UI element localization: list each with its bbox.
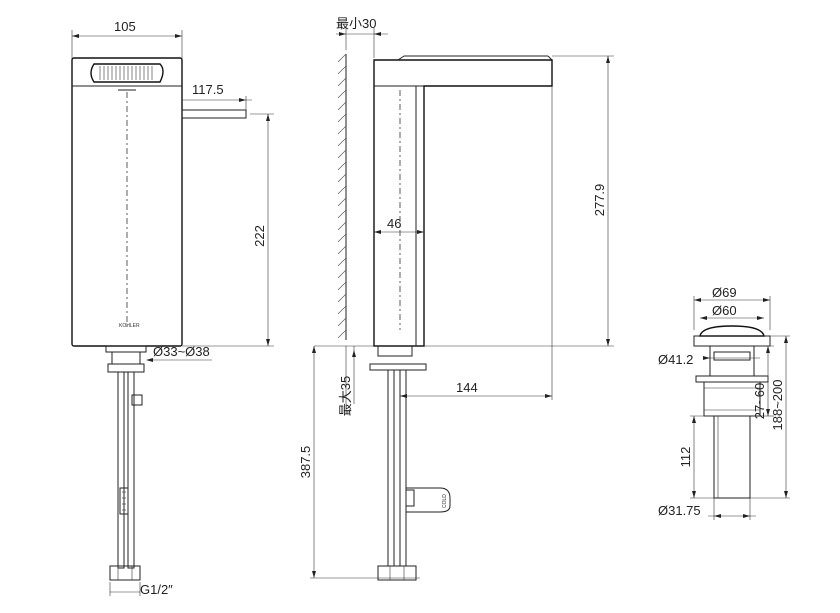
sensor-window	[90, 63, 164, 83]
dim-dia-41-2: Ø41.2	[658, 352, 693, 367]
cold-tag	[405, 487, 451, 513]
drain-tailpiece	[713, 415, 751, 499]
dim-depth-46: 46	[387, 216, 401, 231]
dim-width-105: 105	[114, 19, 136, 34]
brand-logo: KOHLER	[119, 323, 140, 329]
side-view: 最小30 277.9	[298, 16, 614, 581]
mounting-plate	[105, 345, 147, 353]
hose-fitting	[109, 565, 141, 581]
dim-range-27-60: 27~60	[752, 383, 767, 420]
spout	[181, 109, 247, 119]
dim-min-30: 最小30	[336, 16, 376, 31]
dim-total-height: 277.9	[592, 184, 607, 217]
drain-view: Ø69 Ø60 Ø41.2 27~60 18	[658, 285, 790, 520]
dim-height-222: 222	[252, 225, 267, 247]
cold-label: COLD	[442, 494, 448, 508]
hose-left	[117, 371, 125, 569]
dim-hose-length: 387.5	[298, 446, 313, 479]
dim-dia-69: Ø69	[712, 285, 737, 300]
dim-thread-g1-2: G1/2″	[140, 582, 173, 597]
dim-reach-144: 144	[456, 380, 478, 395]
dim-spout-117-5: 117.5	[192, 82, 224, 97]
drain-body	[709, 345, 755, 377]
dim-tail-diameter: Ø31.75	[658, 503, 701, 518]
hose-right	[127, 371, 135, 569]
drain-flange	[695, 375, 769, 383]
drain-cap	[699, 325, 765, 337]
mounting-bracket	[369, 363, 427, 371]
hose-side-1	[387, 369, 395, 567]
front-view: 105 KOHLER 117.5 222	[71, 19, 274, 597]
dim-range-188-200: 188~200	[770, 380, 785, 431]
wall-hatching	[337, 53, 347, 339]
dim-tail-112: 112	[678, 447, 693, 468]
dim-hole-diameter: Ø33~Ø38	[153, 344, 210, 359]
dim-max-35: 最大35	[338, 376, 353, 416]
hose-side-fitting	[377, 565, 417, 581]
faucet-body-side	[373, 59, 553, 347]
dim-dia-60: Ø60	[712, 303, 737, 318]
hose-side-2	[399, 369, 407, 567]
